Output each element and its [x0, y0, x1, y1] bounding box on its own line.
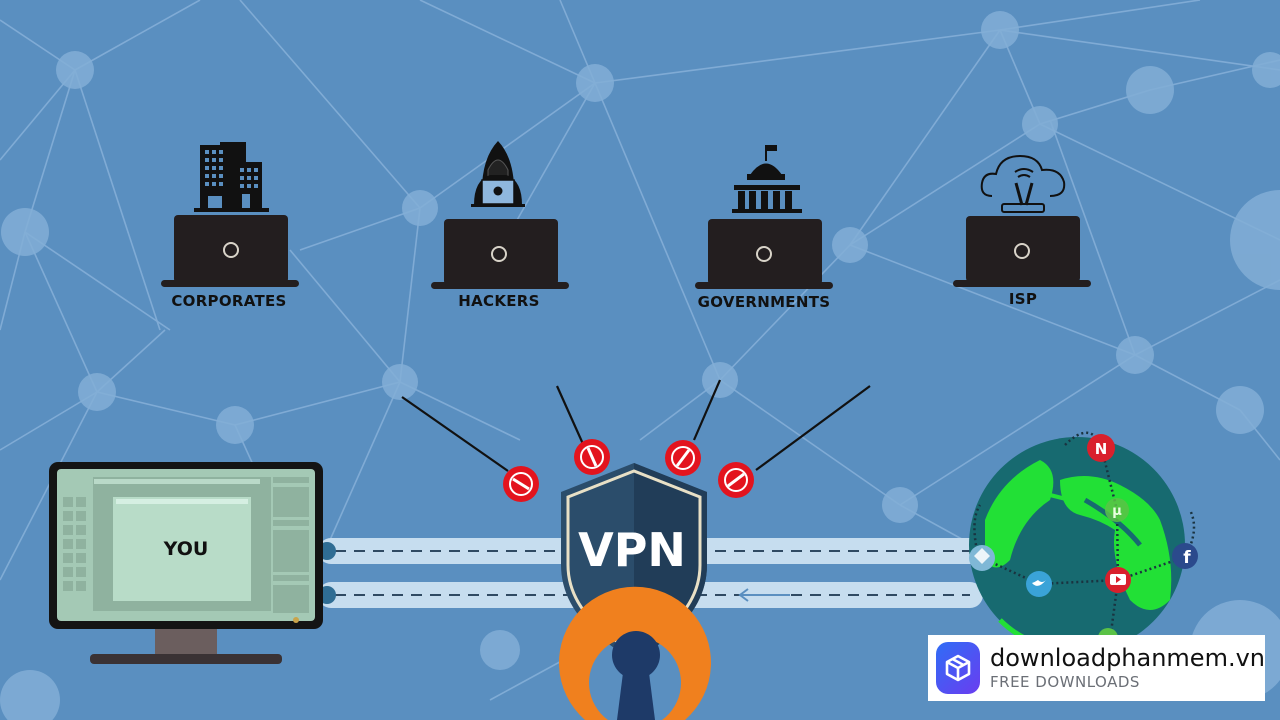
user-screen-label: YOU [163, 538, 209, 560]
watermark-subtitle: FREE DOWNLOADS [990, 673, 1140, 691]
block-icon [503, 466, 539, 502]
threat-label-hackers: HACKERS [458, 292, 540, 310]
government-capitol-icon [732, 145, 802, 213]
globe: N µ f [969, 431, 1198, 653]
facebook-icon: f [1172, 543, 1198, 569]
watermark-title: downloadphanmem.vn [990, 644, 1265, 672]
user-computer: YOU [49, 462, 323, 664]
openvpn-logo-icon [559, 586, 711, 720]
laptop-icon [695, 219, 833, 289]
package-box-icon [936, 642, 981, 694]
netflix-icon: N [1087, 434, 1115, 462]
laptop-icon [953, 216, 1091, 287]
threat-label-governments: GOVERNMENTS [698, 293, 831, 311]
watermark-banner[interactable]: downloadphanmem.vn FREE DOWNLOADS [928, 635, 1265, 701]
arrow-left-icon [738, 588, 790, 602]
hooded-hacker-icon [471, 141, 525, 207]
threat-label-corporates: CORPORATES [171, 292, 286, 310]
block-icons [503, 439, 754, 502]
block-icon [718, 462, 754, 498]
svg-text:µ: µ [1112, 504, 1122, 519]
kodi-icon [969, 545, 995, 571]
youtube-icon [1105, 567, 1131, 593]
laptop-icon [161, 215, 299, 287]
block-icon [574, 439, 610, 475]
network-mesh-background [0, 0, 1280, 701]
threat-corporates: CORPORATES [161, 142, 299, 310]
svg-text:f: f [1183, 548, 1191, 568]
threat-isp: ISP [953, 154, 1091, 308]
svg-text:N: N [1095, 440, 1108, 458]
attack-lines [401, 379, 871, 472]
vpn-label: VPN [578, 523, 686, 577]
office-building-icon [194, 142, 269, 212]
threat-hackers: HACKERS [431, 141, 569, 310]
block-icon [665, 440, 701, 476]
threat-governments: GOVERNMENTS [695, 145, 833, 311]
cloud-router-icon [980, 154, 1066, 213]
threat-label-isp: ISP [1009, 290, 1037, 308]
twitter-icon [1026, 571, 1052, 597]
utorrent-icon: µ [1105, 498, 1129, 522]
laptop-icon [431, 219, 569, 289]
